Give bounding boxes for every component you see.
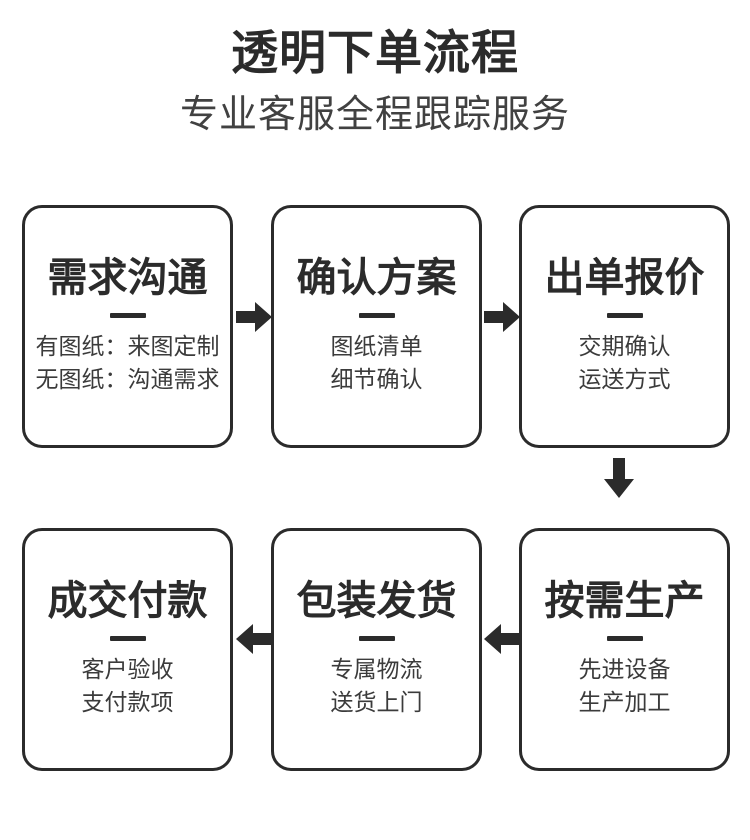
flow-step-divider — [606, 635, 643, 641]
arrow-down-icon — [602, 458, 636, 498]
flow-step-detail-list: 专属物流 送货上门 — [331, 653, 423, 720]
flow-step-detail-list: 先进设备 生产加工 — [579, 653, 671, 720]
flow-step-5[interactable]: 包装发货 专属物流 送货上门 — [271, 528, 482, 771]
flow-step-detail-list: 有图纸：来图定制 无图纸：沟通需求 — [36, 330, 220, 397]
flow-step-detail: 支付款项 — [81, 689, 174, 715]
arrow-right-icon — [484, 300, 520, 334]
flow-step-detail: 无图纸：沟通需求 — [35, 366, 220, 392]
flow-step-detail: 送货上门 — [330, 689, 423, 715]
flow-step-detail: 专属物流 — [330, 655, 423, 682]
flow-step-1[interactable]: 需求沟通 有图纸：来图定制 无图纸：沟通需求 — [22, 205, 233, 448]
flow-step-detail-list: 交期确认 运送方式 — [579, 330, 671, 397]
flow-step-title: 出单报价 — [544, 255, 705, 300]
flow-step-detail: 细节确认 — [330, 366, 423, 392]
arrow-left-icon — [236, 622, 272, 656]
arrow-left-icon — [484, 622, 520, 656]
flow-step-3[interactable]: 出单报价 交期确认 运送方式 — [519, 205, 730, 448]
flow-step-4[interactable]: 按需生产 先进设备 生产加工 — [519, 528, 730, 771]
flow-step-detail: 有图纸：来图定制 — [35, 332, 220, 359]
page-header: 透明下单流程 专业客服全程跟踪服务 — [0, 0, 750, 138]
flow-step-divider — [606, 312, 643, 318]
flow-step-detail: 生产加工 — [578, 689, 671, 715]
flow-step-divider — [109, 635, 146, 641]
flow-step-detail: 交期确认 — [578, 332, 671, 359]
flow-step-detail: 运送方式 — [578, 366, 671, 392]
flow-step-6[interactable]: 成交付款 客户验收 支付款项 — [22, 528, 233, 771]
flow-step-detail-list: 图纸清单 细节确认 — [331, 330, 423, 397]
flow-step-divider — [358, 312, 395, 318]
flow-step-title: 确认方案 — [296, 255, 457, 300]
page-subtitle: 专业客服全程跟踪服务 — [179, 94, 570, 137]
flow-step-title: 包装发货 — [296, 578, 457, 623]
flow-step-divider — [358, 635, 395, 641]
flow-step-detail-list: 客户验收 支付款项 — [82, 653, 174, 720]
flow-step-detail: 图纸清单 — [330, 332, 423, 359]
arrow-right-icon — [236, 300, 272, 334]
flow-step-title: 需求沟通 — [47, 255, 208, 300]
page-title: 透明下单流程 — [231, 26, 519, 79]
flow-step-detail: 客户验收 — [81, 655, 174, 682]
flow-step-title: 成交付款 — [47, 578, 208, 623]
flow-step-detail: 先进设备 — [578, 655, 671, 682]
flow-step-2[interactable]: 确认方案 图纸清单 细节确认 — [271, 205, 482, 448]
flow-step-divider — [109, 312, 146, 318]
flow-step-title: 按需生产 — [544, 578, 705, 623]
